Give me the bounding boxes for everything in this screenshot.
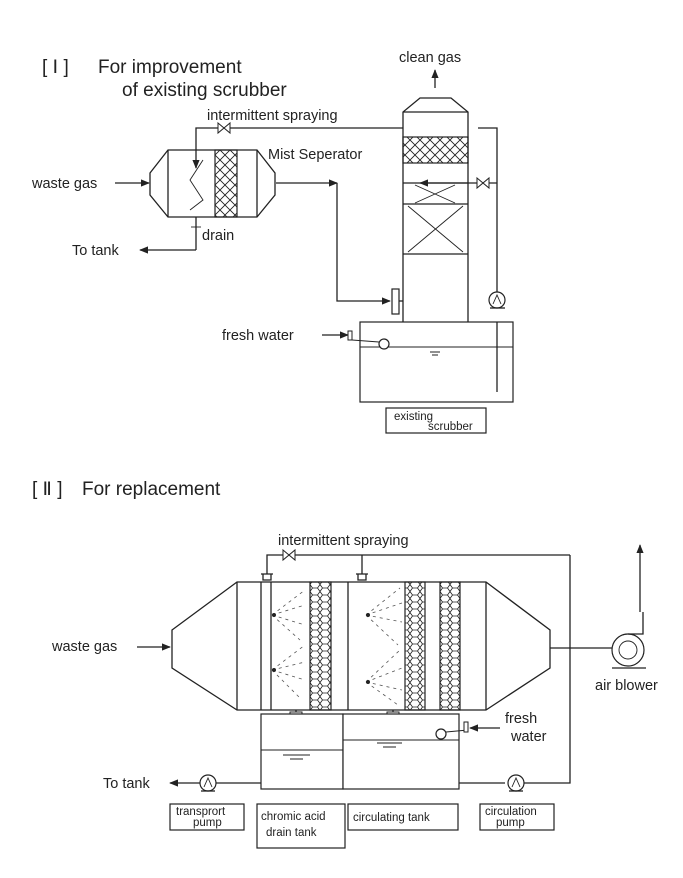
air-blower-label: air blower [595,678,658,694]
scrubber-tower [402,97,469,322]
circulation-pump-label-box [479,803,555,831]
intermittent-spraying-label-1: intermittent spraying [207,108,338,124]
packing-bed-3 [439,581,461,711]
mist-separator [149,149,276,218]
section1-title-line1: For improvement [98,57,242,78]
fresh-water-label-1: fresh water [222,328,294,344]
chromic-acid-label-box [256,803,346,849]
transport-pump-label-2: pump [193,817,222,829]
nozzle-icon-2 [356,573,368,581]
to-tank-label-2: To tank [103,776,150,792]
existing-scrubber-label-box [385,407,487,434]
float-valve-icon-2 [435,728,447,740]
section1-bracket: [ Ⅰ ] [42,57,69,78]
circulation-pump-label-2: pump [496,817,525,829]
packing-bed-1 [309,581,332,711]
circulating-tank-label-box [347,803,459,831]
to-tank-label-1: To tank [72,243,119,259]
circulation-pump-label-1: circulation [485,806,537,818]
tower-spray-valve-icon [476,176,490,190]
circulation-pipe [524,555,571,784]
tower-packing-top [402,136,469,164]
air-blower-icon [611,612,646,669]
existing-scrubber-tank [359,321,514,403]
section2-bracket: [ Ⅱ ] [32,479,62,500]
mist-separator-label: Mist Seperator [268,147,362,163]
transport-pump-label-1: transprort [176,806,226,818]
section1-title-line2: of existing scrubber [122,80,287,101]
clean-gas-label: clean gas [399,50,461,66]
section2-title: For replacement [82,479,221,500]
chromic-acid-label-1: chromic acid [261,811,326,823]
drain-label: drain [202,228,234,244]
spraying-valve-icon-1 [217,121,231,135]
tower-inlet-flange [391,288,400,315]
transport-pump-label-box [169,803,245,831]
packing-bed-2 [404,581,426,711]
float-valve-icon [378,338,390,350]
nozzle-icon-1 [261,573,273,581]
existing-scrubber-label-2: scrubber [428,421,473,433]
circulating-tank [342,713,460,790]
spraying-valve-icon-2 [282,548,296,562]
horizontal-scrubber [171,581,551,711]
circulating-tank-label: circulating tank [353,812,430,824]
chromic-acid-label-2: drain tank [266,827,317,839]
fresh-water-label-2b: water [510,729,547,745]
fresh-water-valve-icon [347,330,353,341]
existing-scrubber-label-1: existing [394,411,433,423]
waste-gas-label-1: waste gas [31,176,97,192]
waste-gas-label-2: waste gas [51,639,117,655]
intermittent-spraying-label-2: intermittent spraying [278,533,409,549]
chromic-acid-drain-tank [260,713,344,790]
mist-separator-packing [214,149,238,218]
fresh-water-label-2a: fresh [505,711,537,727]
